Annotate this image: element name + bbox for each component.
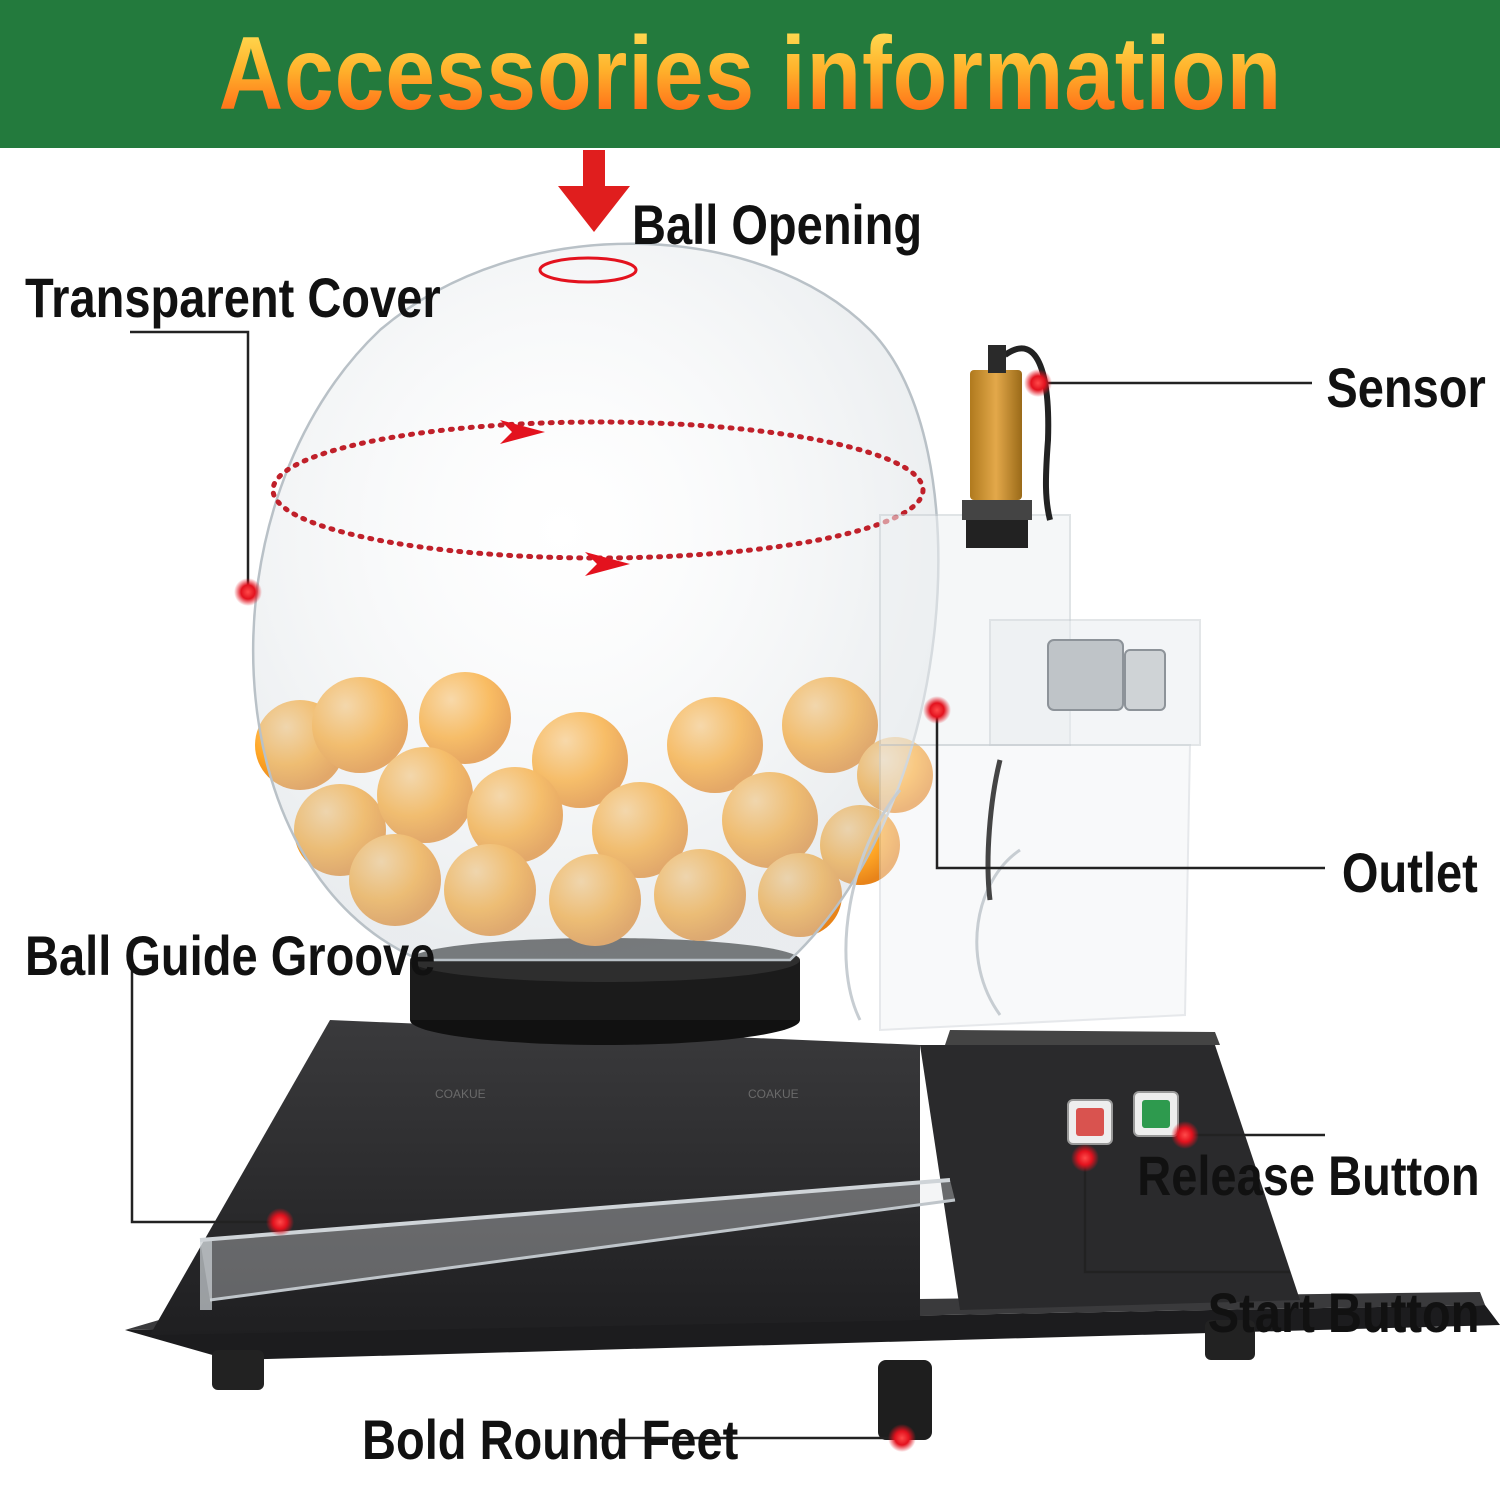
machine-body: COAKUE COAKUE: [150, 1020, 1300, 1335]
callout-lines: [130, 330, 1325, 1440]
round-feet: [212, 1320, 1255, 1440]
watermark-text: COAKUE: [748, 1087, 799, 1101]
watermark-text: COAKUE: [435, 1087, 486, 1101]
down-arrow-icon: [558, 150, 630, 232]
label-transparent-cover: Transparent Cover: [25, 266, 441, 329]
label-release-button: Release Button: [1137, 1144, 1480, 1207]
callout-markers: [234, 369, 1199, 1452]
label-start-button: Start Button: [1208, 1281, 1480, 1344]
label-bold-round-feet: Bold Round Feet: [362, 1408, 739, 1471]
title-banner: Accessories information: [0, 0, 1500, 148]
label-ball-opening: Ball Opening: [632, 193, 923, 256]
product-illustration: COAKUE COAKUE: [125, 150, 1500, 1452]
label-sensor: Sensor: [1326, 356, 1486, 419]
transparent-cover: [251, 242, 940, 962]
outlet-box: [844, 514, 1201, 1032]
control-buttons: [1067, 1091, 1179, 1145]
banner-title: Accessories information: [218, 16, 1282, 132]
label-ball-guide-groove: Ball Guide Groove: [25, 924, 436, 987]
label-outlet: Outlet: [1342, 841, 1478, 904]
sensor: [962, 345, 1053, 548]
